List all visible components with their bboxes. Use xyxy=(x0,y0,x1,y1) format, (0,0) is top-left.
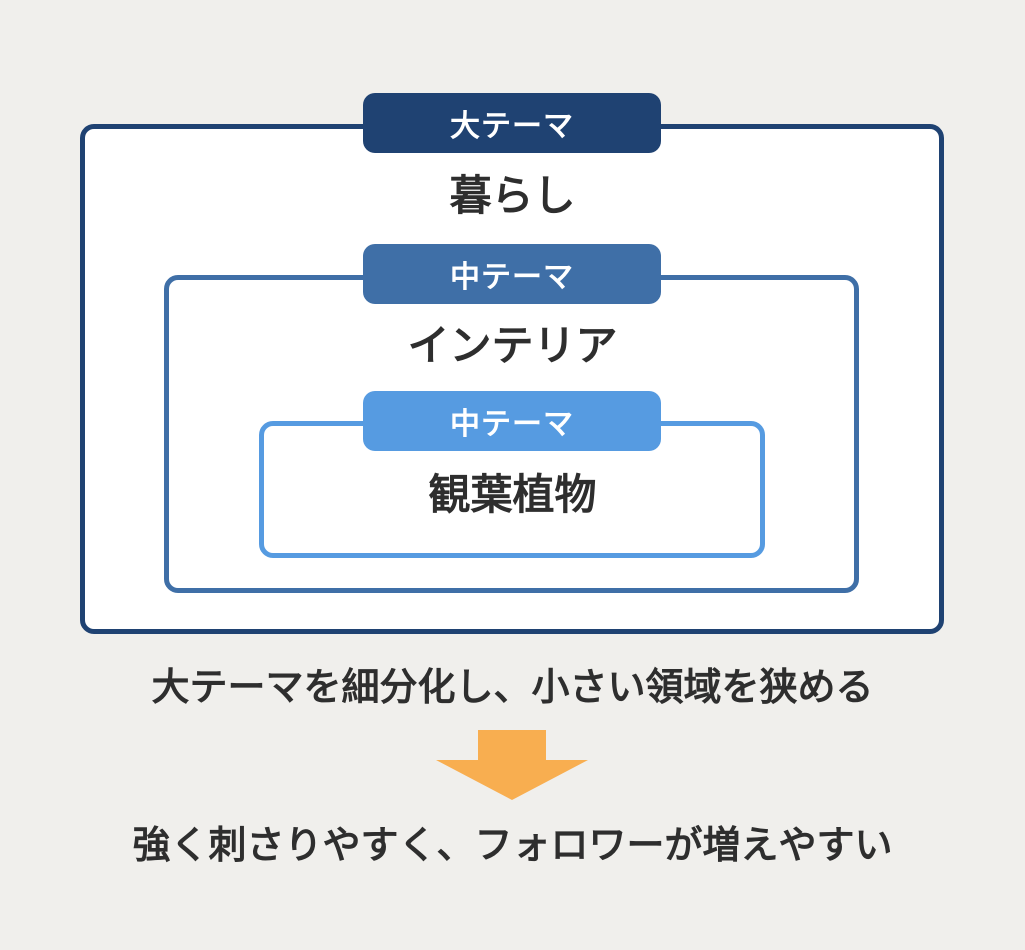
outer-theme-title: 暮らし xyxy=(449,171,576,220)
outer-theme-tag: 大テーマ xyxy=(363,93,661,153)
middle-theme-tag: 中テーマ xyxy=(363,244,661,304)
down-arrow-icon xyxy=(436,730,588,800)
middle-theme-title: インテリア xyxy=(407,321,618,370)
inner-theme-title: 観葉植物 xyxy=(428,470,597,519)
inner-theme-tag: 中テーマ xyxy=(363,391,661,451)
caption-text: 大テーマを細分化し、小さい領域を狭める xyxy=(151,665,874,709)
result-text: 強く刺さりやすく、フォロワーが増えやすい xyxy=(132,823,893,867)
